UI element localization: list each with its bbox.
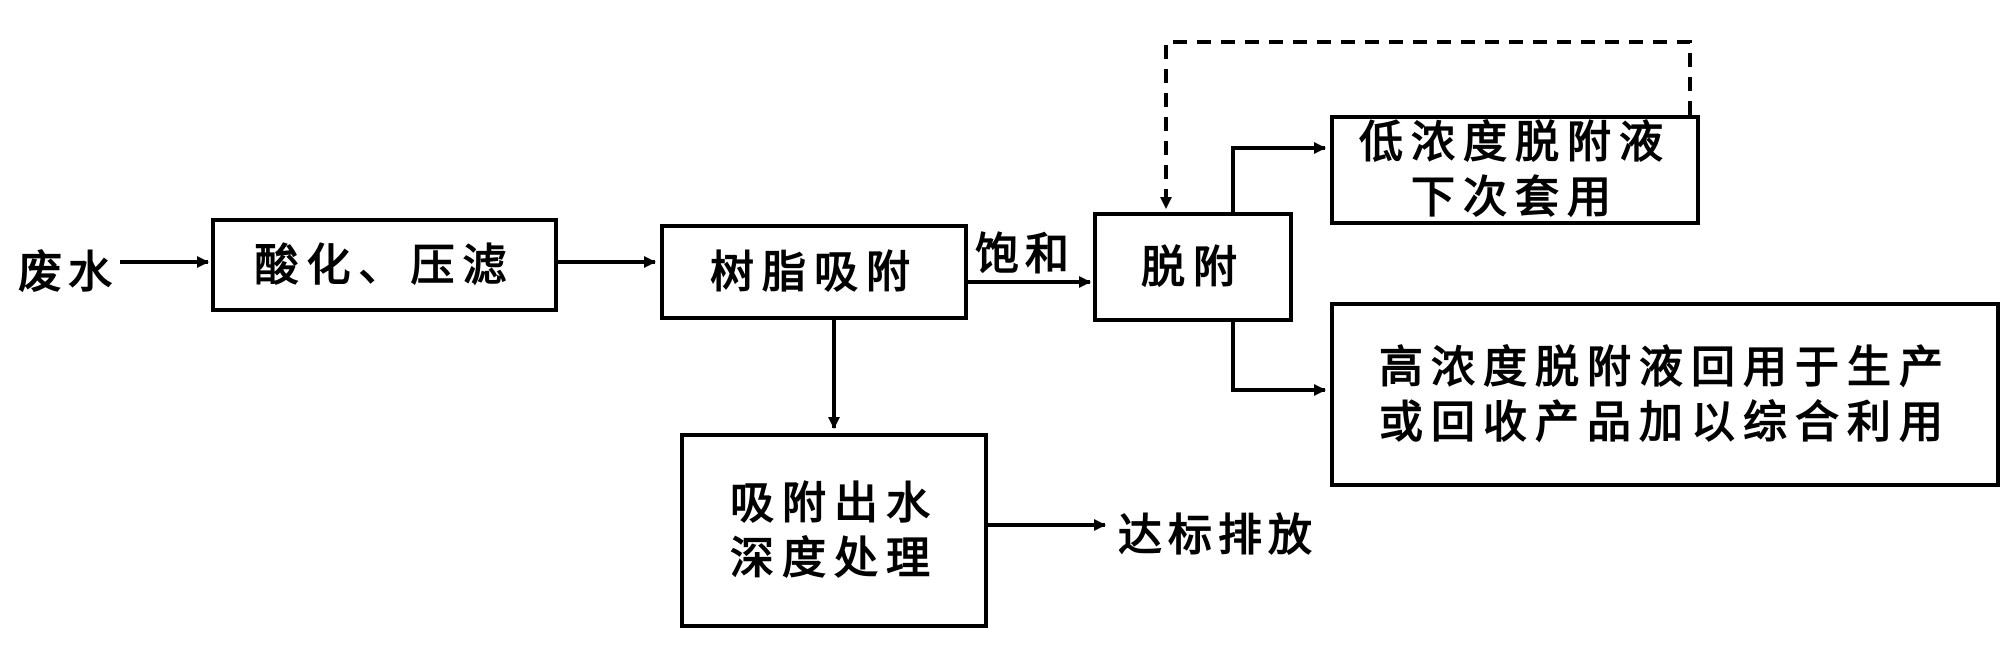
arrow-desorb-to-low bbox=[1231, 142, 1326, 212]
input-label: 废水 bbox=[18, 247, 118, 298]
output-label: 达标排放 bbox=[1118, 510, 1318, 561]
step-effluent-treatment: 吸附出水 深度处理 bbox=[680, 433, 988, 628]
step-acidify-filter-label: 酸化、压滤 bbox=[254, 239, 515, 291]
recycle-dashed-line bbox=[1160, 40, 1692, 209]
step-high-concentration-label: 高浓度脱附液回用于生产 或回收产品加以综合利用 bbox=[1379, 341, 1951, 448]
step-desorption-label: 脱附 bbox=[1141, 241, 1245, 293]
step-high-concentration: 高浓度脱附液回用于生产 或回收产品加以综合利用 bbox=[1330, 302, 2000, 487]
step-effluent-treatment-label: 吸附出水 深度处理 bbox=[730, 477, 938, 584]
arrow-desorb-to-high bbox=[1231, 322, 1326, 396]
step-resin-adsorption: 树脂吸附 bbox=[660, 224, 968, 320]
step-acidify-filter: 酸化、压滤 bbox=[211, 218, 558, 312]
step-desorption: 脱附 bbox=[1093, 212, 1293, 322]
edge-label-saturated: 饱和 bbox=[975, 229, 1075, 280]
step-resin-adsorption-label: 树脂吸附 bbox=[710, 246, 918, 298]
step-low-concentration-label: 低浓度脱附液下次套用 bbox=[1359, 117, 1671, 223]
step-low-concentration: 低浓度脱附液下次套用 bbox=[1330, 115, 1700, 225]
